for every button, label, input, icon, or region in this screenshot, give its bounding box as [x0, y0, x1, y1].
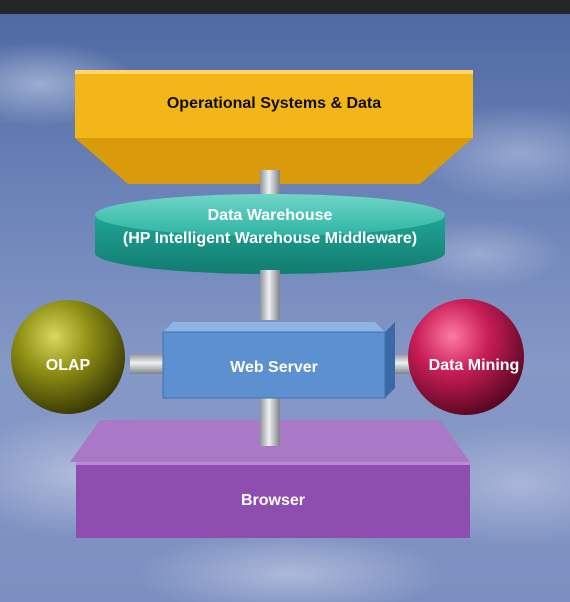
browser-label: Browser: [240, 492, 306, 509]
operational-systems-label: Operational Systems & Data: [166, 95, 382, 112]
data-warehouse-label: Data Warehouse: [207, 207, 333, 224]
olap-sphere: [11, 300, 125, 414]
connector-top: [260, 170, 280, 200]
data-mining-sphere: [408, 299, 524, 415]
connector-bottom: [260, 396, 280, 446]
top-border-bar: [0, 0, 570, 14]
data-warehouse-sublabel: (HP Intelligent Warehouse Middleware): [122, 230, 418, 247]
olap-label: OLAP: [45, 357, 91, 374]
operational-systems-block: [75, 70, 473, 184]
data-warehouse-cylinder: [95, 194, 445, 274]
connector-middle: [260, 270, 280, 320]
web-server-label: Web Server: [230, 359, 318, 376]
web-server-block: [162, 322, 395, 399]
data-mining-label: Data Mining: [428, 357, 520, 374]
